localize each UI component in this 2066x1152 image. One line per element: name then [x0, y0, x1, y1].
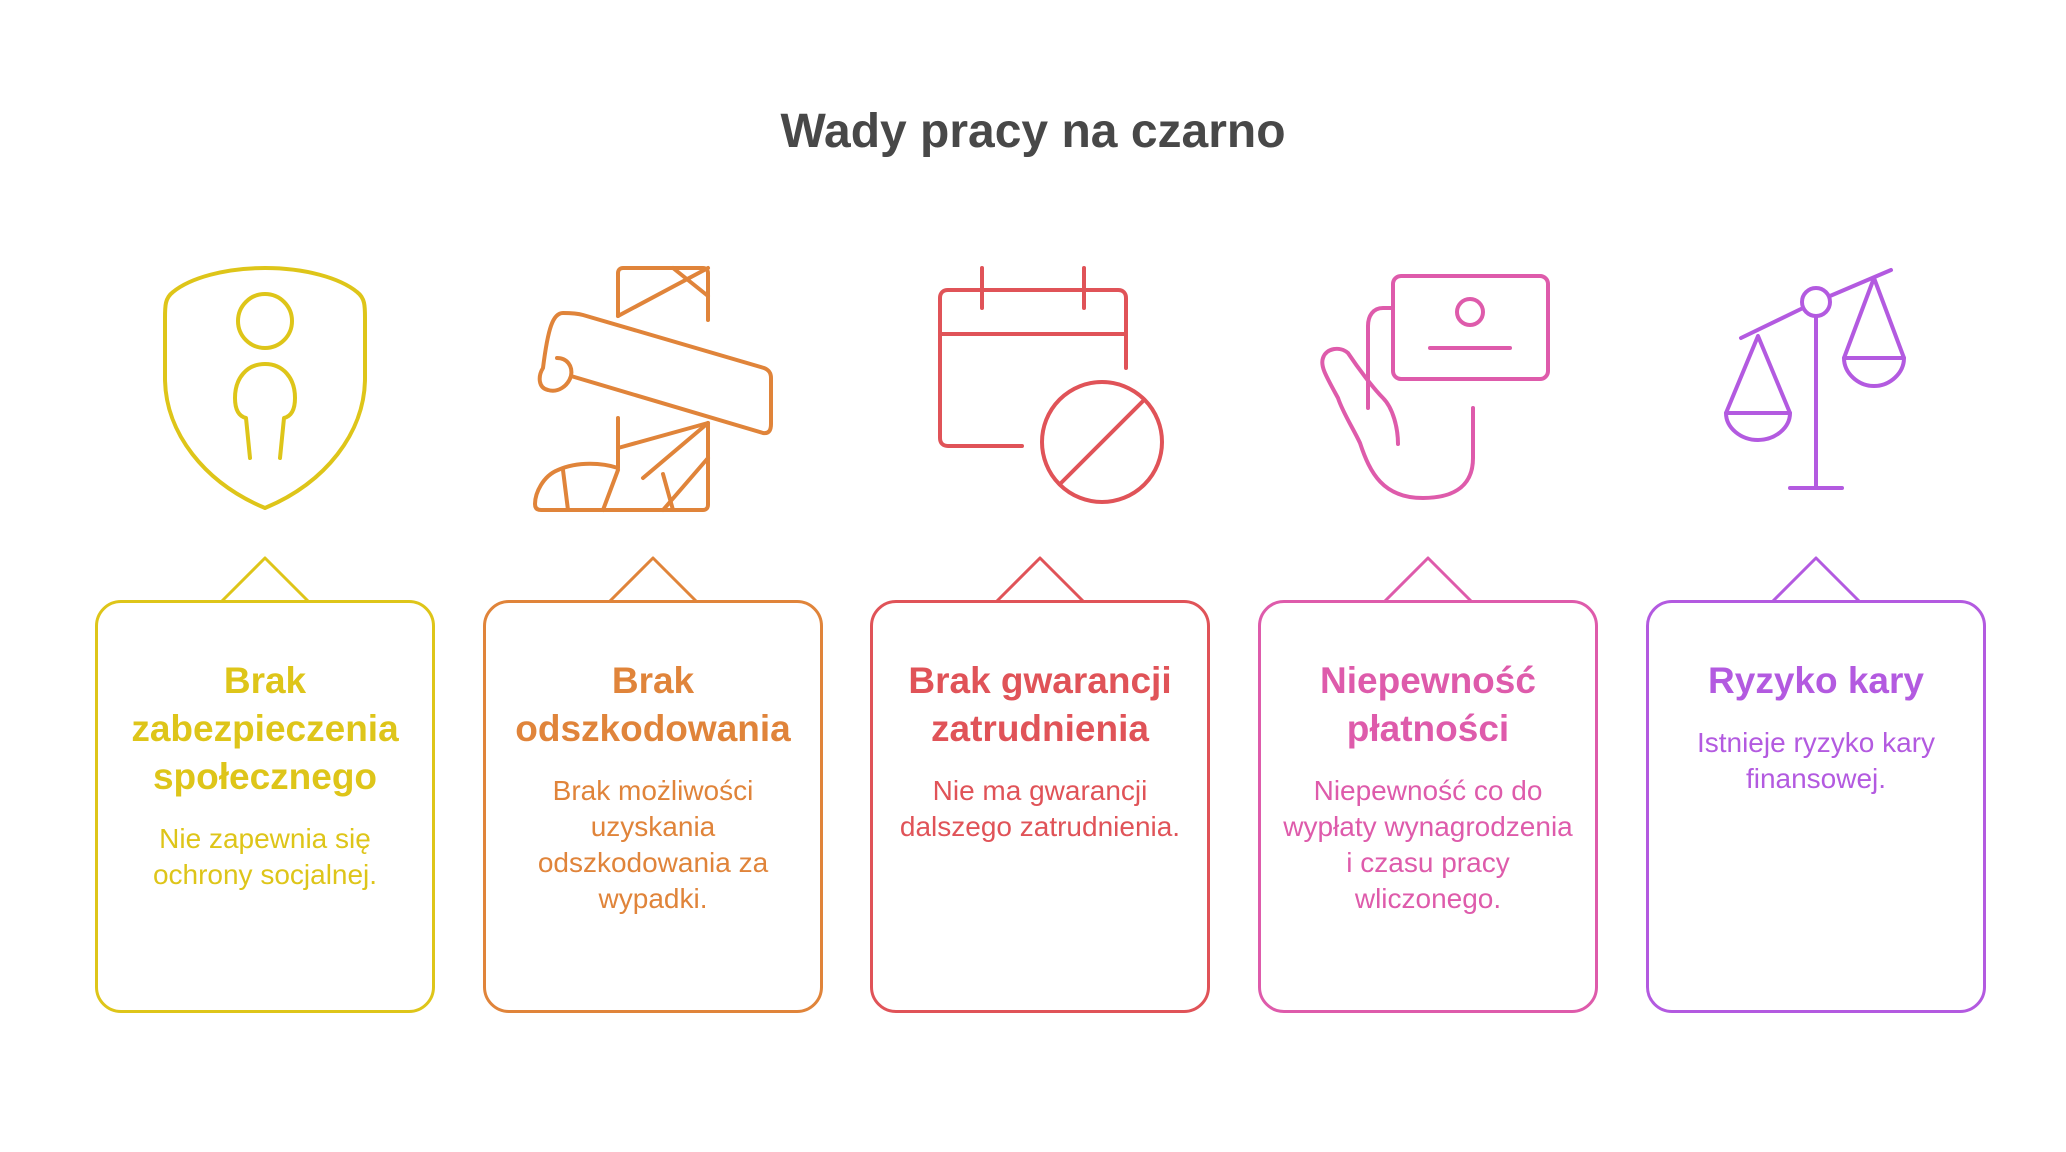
calendar-cancel-icon	[910, 258, 1170, 518]
card-description: Niepewność co do wypłaty wynagrodzenia i…	[1283, 775, 1573, 914]
item-penalty-risk: Ryzyko kary Istnieje ryzyko kary finanso…	[1646, 0, 1986, 1152]
card-description: Nie ma gwarancji dalszego zatrudnienia.	[899, 775, 1181, 842]
card-title: Brak gwarancji zatrudnienia	[908, 660, 1172, 749]
card-pointer	[606, 556, 700, 605]
hand-holding-card-icon	[1298, 258, 1558, 518]
card: Brak zabezpieczenia społecznego Nie zape…	[95, 600, 435, 1013]
card-description: Istnieje ryzyko kary finansowej.	[1696, 727, 1936, 794]
item-payment-uncertainty: Niepewność płatności Niepewność co do wy…	[1258, 0, 1598, 1152]
item-compensation: Brak odszkodowania Brak możliwości uzysk…	[483, 0, 823, 1152]
shield-person-icon	[135, 258, 395, 518]
card-title: Brak odszkodowania	[515, 660, 791, 749]
card-description: Brak możliwości uzyskania odszkodowania …	[537, 775, 769, 914]
diagram-title: Wady pracy na czarno	[780, 105, 1286, 158]
card: Brak gwarancji zatrudnienia Nie ma gwara…	[870, 600, 1210, 1013]
card-title: Niepewność płatności	[1320, 660, 1536, 749]
balance-scale-icon	[1686, 258, 1946, 518]
item-social-security: Brak zabezpieczenia społecznego Nie zape…	[95, 0, 435, 1152]
card-title: Ryzyko kary	[1708, 660, 1924, 701]
card-pointer	[218, 556, 312, 605]
card-pointer	[1769, 556, 1863, 605]
card: Niepewność płatności Niepewność co do wy…	[1258, 600, 1598, 1013]
card-title: Brak zabezpieczenia społecznego	[131, 660, 399, 797]
card-pointer	[993, 556, 1087, 605]
card-pointer	[1381, 556, 1475, 605]
card-description: Nie zapewnia się ochrony socjalnej.	[152, 823, 378, 890]
item-employment-guarantee: Brak gwarancji zatrudnienia Nie ma gwara…	[870, 0, 1210, 1152]
card: Ryzyko kary Istnieje ryzyko kary finanso…	[1646, 600, 1986, 1013]
bandaged-leg-icon	[523, 258, 783, 518]
card: Brak odszkodowania Brak możliwości uzysk…	[483, 600, 823, 1013]
